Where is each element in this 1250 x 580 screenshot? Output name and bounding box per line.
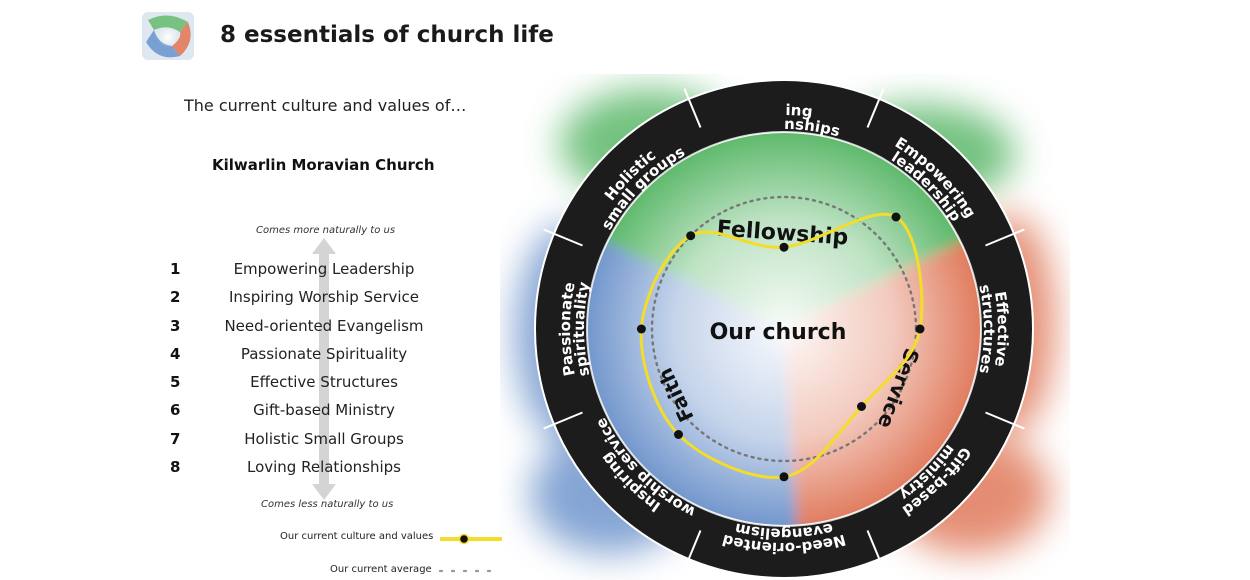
essentials-ranking-list: 1 Empowering Leadership 2 Inspiring Worshi… [170, 258, 470, 484]
profile-point-8 [686, 231, 696, 241]
ring-dividers [543, 88, 1025, 570]
scale-top-note: Comes more naturally to us [256, 225, 396, 236]
rank-number: 3 [170, 316, 181, 335]
page-subtitle: The current culture and values of… [184, 96, 467, 115]
profile-point-6 [674, 430, 683, 439]
list-item: 5 Effective Structures [170, 371, 470, 399]
rank-number: 4 [170, 344, 181, 363]
church-life-wheel: Loving relationships Empowering leadersh… [500, 74, 1055, 579]
profile-point-1 [779, 242, 789, 252]
legend-yellow-line-swatch [440, 533, 502, 545]
scale-bottom-note: Comes less naturally to us [261, 499, 394, 510]
profile-point-3 [915, 324, 925, 334]
rank-label: Need-oriented Evangelism [224, 316, 424, 335]
list-item: 1 Empowering Leadership [170, 258, 470, 286]
list-item: 2 Inspiring Worship Service [170, 286, 470, 314]
rank-number: 8 [170, 458, 181, 477]
list-item: 4 Passionate Spirituality [170, 343, 470, 371]
list-item: 7 Holistic Small Groups [170, 428, 470, 456]
rank-number: 6 [170, 401, 181, 420]
rank-label: Gift-based Ministry [253, 401, 395, 420]
rank-number: 5 [170, 373, 181, 392]
legend-current-average-label: Our current average [330, 564, 432, 575]
list-item: 8 Loving Relationships [170, 456, 470, 484]
wheel-center-label: Our church [710, 320, 847, 345]
ring-label-passionate-spirituality-2: spirituality [570, 280, 593, 378]
legend-dotted-line-swatch [438, 569, 502, 573]
rank-label: Holistic Small Groups [244, 429, 404, 448]
rank-number: 7 [170, 429, 181, 448]
rank-label: Effective Structures [250, 373, 398, 392]
list-item: 6 Gift-based Ministry [170, 399, 470, 427]
rank-number: 2 [170, 288, 181, 307]
scale-arrow-icon [312, 238, 336, 500]
page-title: 8 essentials of church life [220, 22, 554, 48]
swirl-logo-icon [142, 12, 194, 60]
wheel-inner-sectors [588, 133, 980, 525]
ring-label-effective-structures: Effective [991, 290, 1012, 368]
profile-point-2 [891, 212, 901, 222]
ring-label-need-oriented-evangelism-2: evangelism [733, 519, 835, 543]
profile-point-4 [857, 402, 866, 411]
ring-label-passionate-spirituality: Passionate [556, 281, 579, 378]
profile-point-7 [636, 324, 646, 334]
profile-layer [636, 212, 925, 482]
wheel-outer-ring [535, 80, 1033, 578]
rank-label: Inspiring Worship Service [228, 288, 420, 307]
church-name: Kilwarlin Moravian Church [212, 156, 435, 174]
legend-current-values-label: Our current culture and values [280, 531, 434, 542]
list-item: 3 Need-oriented Evangelism [170, 315, 470, 343]
rank-label: Empowering Leadership [233, 260, 415, 278]
profile-point-5 [779, 472, 789, 482]
rank-label: Passionate Spirituality [240, 344, 408, 363]
rank-label: Loving Relationships [246, 458, 401, 477]
ring-label-effective-structures-2: structures [975, 283, 998, 375]
rank-number: 1 [170, 260, 181, 278]
